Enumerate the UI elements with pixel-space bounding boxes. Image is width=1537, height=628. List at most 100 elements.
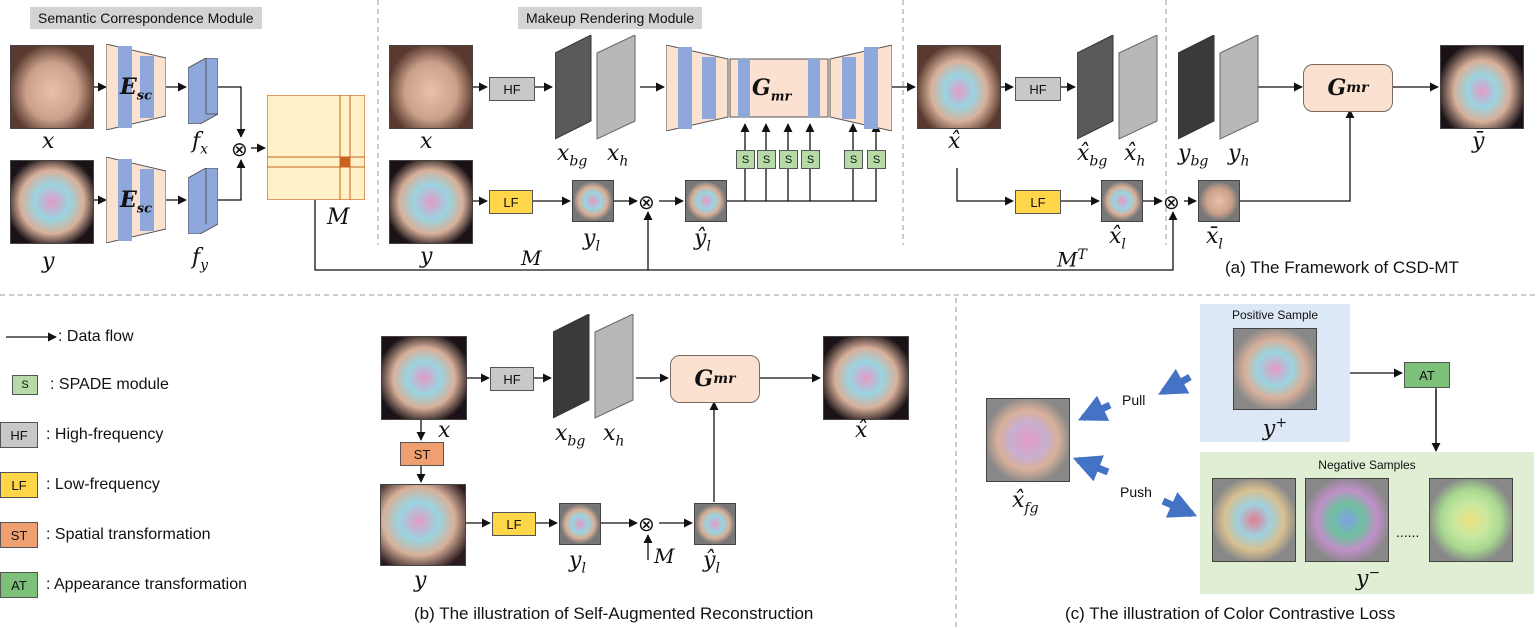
label-xhath: x̂h: [1124, 141, 1146, 170]
legend-st: ST: Spatial transformation: [0, 522, 330, 548]
label-y-2: y: [420, 244, 433, 269]
spade-4: S: [801, 150, 820, 169]
source-face-x: [10, 45, 94, 129]
legend-lf: LF: Low-frequency: [0, 472, 330, 498]
b-label-xbg: xbg: [555, 421, 586, 450]
result-face-ybar: [1440, 45, 1524, 129]
b-face-xhat: [823, 336, 909, 420]
feature-fy: [187, 167, 219, 239]
spade-3: S: [779, 150, 798, 169]
spade-1: S: [736, 150, 755, 169]
positive-sample-title: Positive Sample: [1231, 308, 1319, 322]
label-xhatfg: x̂fg: [1012, 488, 1039, 517]
label-yh: yh: [1228, 141, 1250, 170]
b-face-yl: [559, 503, 601, 545]
b-label-xhat: x̂: [855, 418, 868, 443]
negative-face-2: [1305, 478, 1389, 562]
b-label-M: M: [654, 544, 675, 568]
label-M: M: [327, 205, 350, 230]
b-lf-box: LF: [492, 512, 536, 536]
b-label-yhatl: ŷl: [703, 548, 720, 577]
b-face-x: [381, 336, 467, 420]
otimes-2: ⊗: [638, 192, 655, 214]
label-x: x: [42, 129, 55, 154]
b-label-yl: yl: [569, 548, 586, 577]
source-face-x-2: [389, 45, 473, 129]
otimes-1: ⊗: [231, 139, 248, 161]
face-yhatl: [685, 180, 727, 222]
label-x-2: x: [420, 129, 433, 154]
lf-box-1: LF: [489, 190, 533, 214]
label-ybg: ybg: [1178, 141, 1209, 170]
correspondence-matrix: [266, 94, 366, 205]
legend-spade: S: SPADE module: [0, 372, 330, 398]
label-xhatl: x̂l: [1109, 224, 1126, 253]
encoder-esc-bottom: Esc: [105, 156, 167, 244]
b-label-y: y: [414, 568, 427, 593]
legend-hf: HF: High-frequency: [0, 422, 330, 448]
label-fx: fx: [192, 129, 209, 158]
b-face-yhatl: [694, 503, 736, 545]
push-label: Push: [1120, 484, 1152, 500]
makeup-module-header: Makeup Rendering Module: [518, 7, 703, 29]
b-hf-box: HF: [490, 367, 534, 391]
generator-gmr-unet: Gmr: [665, 44, 893, 136]
feature-fx: [187, 57, 219, 129]
label-xhatbg: x̂bg: [1077, 141, 1108, 170]
legend: : Data flow S: SPADE module HF: High-fre…: [0, 324, 330, 598]
negative-face-1: [1212, 478, 1296, 562]
result-face-xhat: [917, 45, 1001, 129]
reference-face-y-2: [389, 160, 473, 244]
semantic-module-header: Semantic Correspondence Module: [30, 7, 262, 29]
negative-samples-title: Negative Samples: [1318, 458, 1416, 472]
caption-b: (b) The illustration of Self-Augmented R…: [414, 604, 814, 623]
hf-box-1: HF: [489, 77, 535, 101]
label-ybar: ȳ: [1472, 129, 1485, 154]
label-MT: MT: [1057, 247, 1087, 272]
positive-sample-panel: Positive Sample y+: [1200, 304, 1350, 442]
encoder-esc-top: Esc: [105, 43, 167, 131]
b-otimes: ⊗: [638, 514, 655, 536]
caption-a: (a) The Framework of CSD-MT: [1225, 258, 1459, 277]
face-xbarl: [1198, 180, 1240, 222]
face-yl: [572, 180, 614, 222]
label-yminus: y−: [1356, 565, 1381, 592]
pull-label: Pull: [1122, 392, 1146, 408]
xbg-xh-images: [554, 34, 641, 145]
legend-at: AT: Appearance transformation: [0, 572, 330, 598]
label-yplus: y+: [1262, 415, 1288, 442]
xhatbg-xhath-images: [1076, 34, 1163, 145]
face-xhatfg: [986, 398, 1070, 482]
b-label-xh: xh: [603, 421, 625, 450]
at-box: AT: [1404, 362, 1450, 388]
reference-face-y: [10, 160, 94, 244]
b-face-y-transformed: [380, 484, 466, 566]
negative-samples-panel: Negative Samples ...... y−: [1200, 452, 1534, 594]
label-xbarl: x̄l: [1206, 224, 1223, 253]
spade-2: S: [757, 150, 776, 169]
hf-box-2: HF: [1015, 77, 1061, 101]
label-xbg: xbg: [557, 141, 588, 170]
label-y: y: [42, 249, 55, 274]
ybg-yh-images: [1177, 34, 1264, 145]
b-label-x: x: [438, 418, 451, 443]
label-yl: yl: [583, 226, 600, 255]
b-xbg-xh-images: [552, 313, 639, 424]
b-st-box: ST: [400, 442, 444, 466]
legend-data-flow: : Data flow: [58, 328, 134, 345]
lf-box-2: LF: [1015, 190, 1061, 214]
positive-face: [1233, 328, 1317, 410]
label-yhatl: ŷl: [694, 226, 711, 255]
label-fy: fy: [192, 245, 209, 274]
otimes-3: ⊗: [1163, 192, 1180, 214]
spade-6: S: [867, 150, 886, 169]
caption-c: (c) The illustration of Color Contrastiv…: [1065, 604, 1396, 623]
label-M-bus: M: [521, 246, 542, 270]
label-xhat: x̂: [948, 129, 961, 154]
ellipsis: ......: [1396, 524, 1420, 540]
face-xhatl: [1101, 180, 1143, 222]
spade-5: S: [844, 150, 863, 169]
negative-face-3: [1429, 478, 1513, 562]
